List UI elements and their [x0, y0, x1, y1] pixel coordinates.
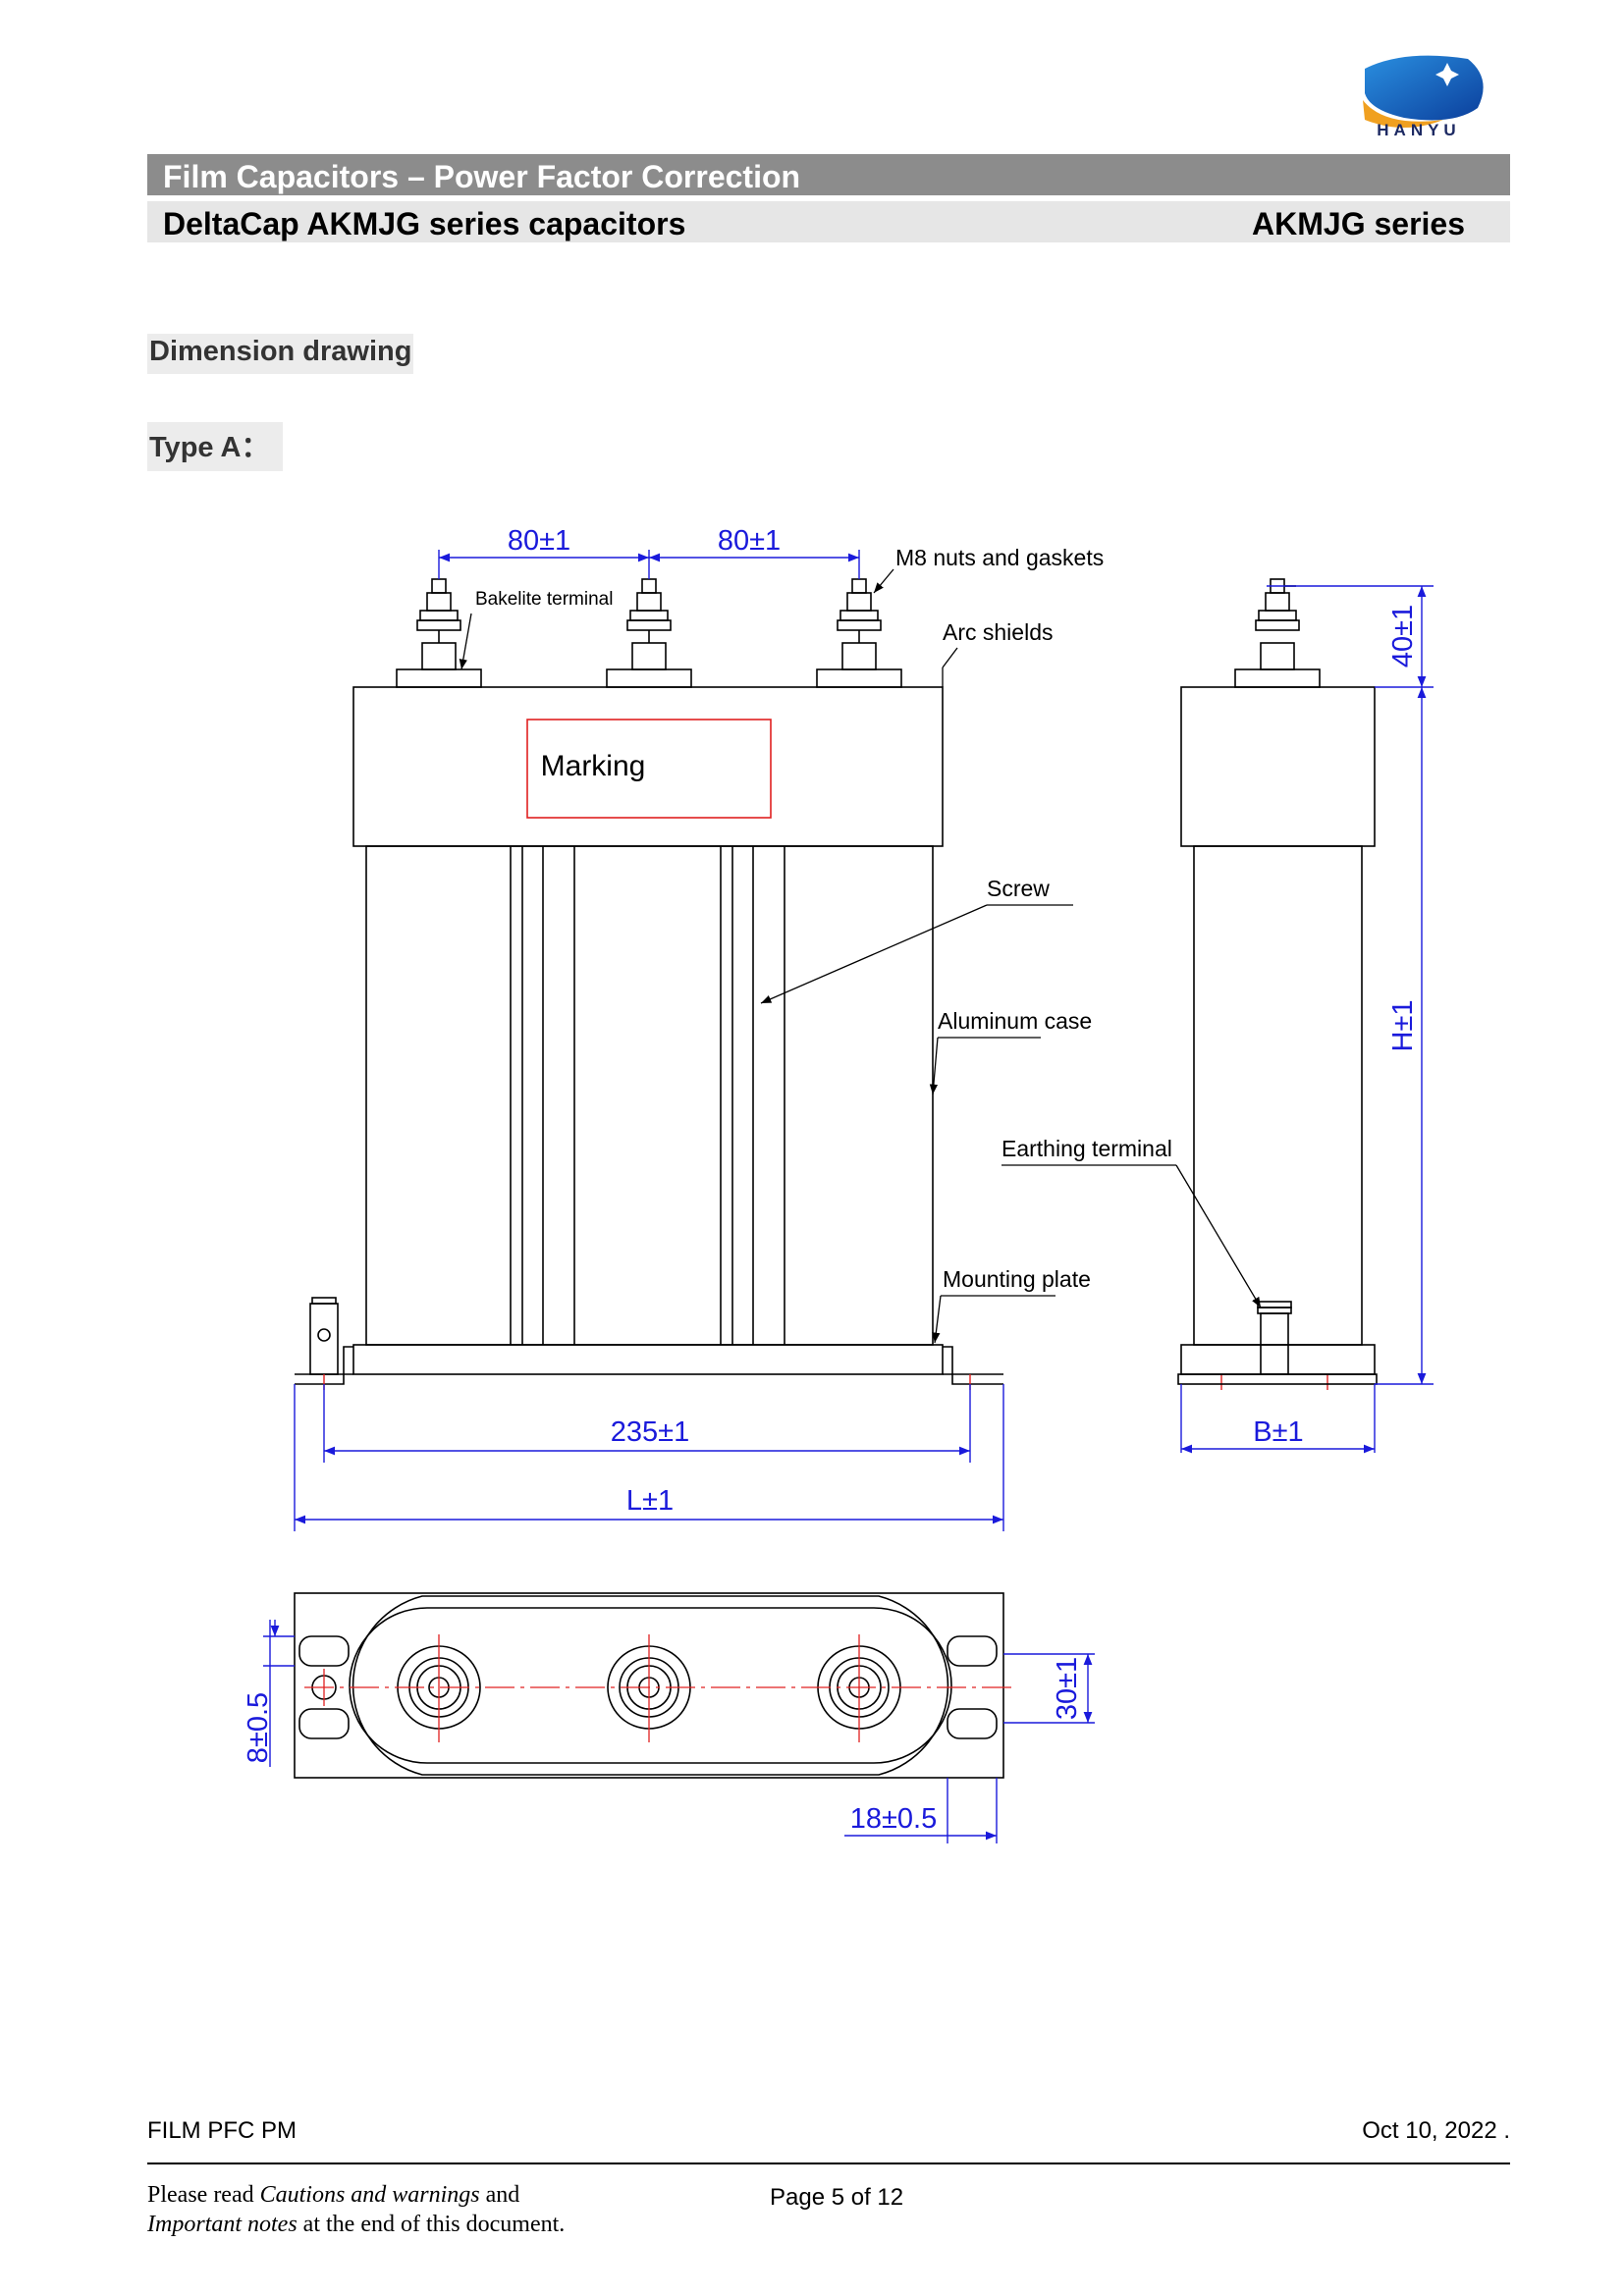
- label-earthing-terminal: Earthing terminal: [1001, 1136, 1172, 1161]
- label-arc-shields: Arc shields: [943, 619, 1053, 645]
- side-view: [1177, 578, 1378, 1385]
- dim-slot-width: 30±1: [1052, 1657, 1083, 1720]
- label-aluminum-case: Aluminum case: [938, 1008, 1092, 1034]
- center-lines: [304, 1634, 1011, 1742]
- label-screw: Screw: [987, 876, 1050, 901]
- dim-terminal-height: 40±1: [1387, 605, 1419, 667]
- terminal-middle: [606, 578, 692, 688]
- header-series: AKMJG series: [1252, 206, 1465, 241]
- dimension-lines: [263, 550, 1434, 1843]
- dim-slot-offset: 18±0.5: [850, 1803, 938, 1835]
- brand-name: HANYU: [1377, 121, 1461, 139]
- header-category-band: Film Capacitors – Power Factor Correctio…: [147, 154, 1510, 195]
- header-product: DeltaCap AKMJG series capacitors: [163, 206, 686, 241]
- marking-box: [526, 719, 772, 819]
- footer-date: Oct 10, 2022 .: [1362, 2117, 1510, 2144]
- footer-note: Please read Cautions and warnings and Im…: [147, 2180, 565, 2239]
- header-category: Film Capacitors – Power Factor Correctio…: [163, 159, 801, 194]
- leader-lines: [459, 568, 1262, 1344]
- footer-note-line-1: Please read Cautions and warnings and: [147, 2182, 520, 2208]
- front-view: [295, 578, 1003, 1385]
- header-product-band: DeltaCap AKMJG series capacitors AKMJG s…: [147, 201, 1510, 242]
- dim-length: L±1: [626, 1485, 674, 1517]
- footer-doc-code: FILM PFC PM: [147, 2117, 298, 2144]
- dim-pitch-2: 80±1: [718, 525, 781, 557]
- dim-width: B±1: [1253, 1416, 1303, 1448]
- footer-page: Page 5 of 12: [770, 2184, 904, 2211]
- footer-rule: [147, 2163, 1510, 2164]
- label-m8-nuts: M8 nuts and gaskets: [895, 545, 1104, 570]
- footer-note-line-2: Important notes at the end of this docum…: [147, 2212, 566, 2237]
- type-label: Type A：: [147, 422, 284, 471]
- dim-pitch-1: 80±1: [508, 525, 570, 557]
- dim-height: H±1: [1387, 1000, 1419, 1052]
- marking-label: Marking: [541, 750, 646, 782]
- section-title: Dimension drawing: [147, 334, 414, 374]
- hanyu-logo: [1363, 55, 1484, 128]
- label-mounting-plate: Mounting plate: [943, 1266, 1091, 1292]
- label-bakelite-terminal: Bakelite terminal: [475, 589, 613, 610]
- dim-bolt-spacing: 235±1: [611, 1416, 689, 1448]
- dim-slot-pitch: 8±0.5: [243, 1692, 274, 1763]
- terminal-right: [816, 578, 902, 688]
